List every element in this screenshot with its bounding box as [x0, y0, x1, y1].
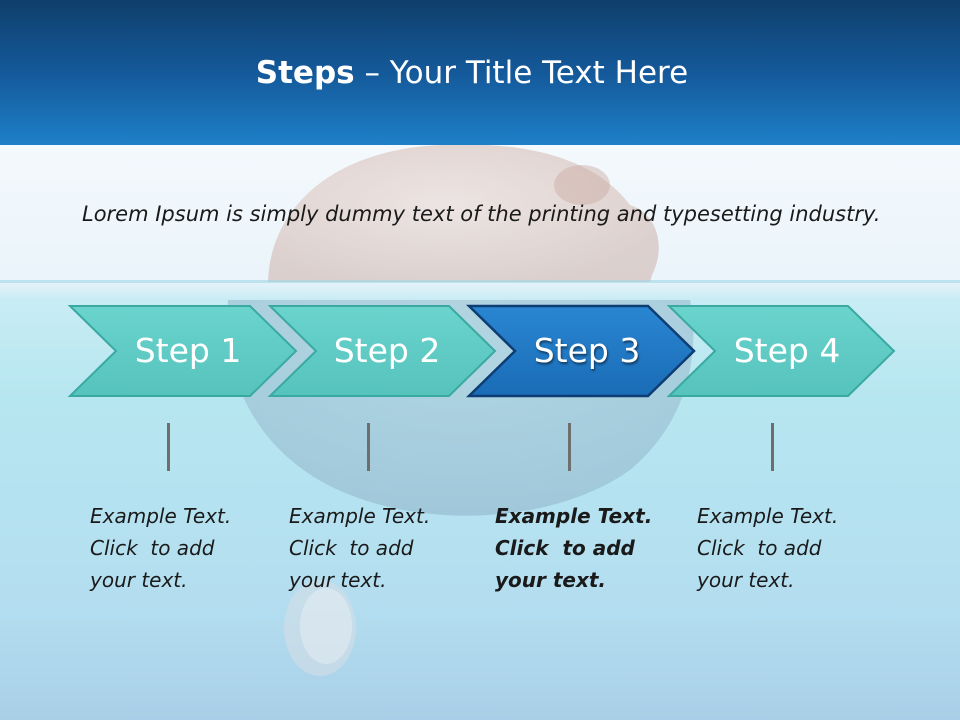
step-1-connector	[167, 423, 170, 471]
step-3-connector	[568, 423, 571, 471]
step-3-line-2: Click to add	[495, 536, 635, 560]
step-2-connector	[367, 423, 370, 471]
step-1-line-3: your text.	[90, 568, 188, 592]
step-2-text[interactable]: Example Text. Click to add your text.	[289, 500, 469, 596]
step-2-line-1: Example Text.	[289, 504, 431, 528]
step-3-chevron[interactable]	[465, 304, 696, 398]
step-2-label[interactable]: Step 2	[333, 331, 441, 370]
water-surface-line	[0, 280, 960, 283]
step-1-text[interactable]: Example Text. Click to add your text.	[90, 500, 270, 596]
step-2-line-3: your text.	[289, 568, 387, 592]
title-bold: Steps	[255, 55, 355, 91]
step-1-line-1: Example Text.	[90, 504, 232, 528]
step-1-label[interactable]: Step 1	[134, 331, 242, 370]
step-3-line-3: your text.	[495, 568, 607, 592]
title-rest: – Your Title Text Here	[354, 55, 689, 91]
step-1-chevron[interactable]	[67, 305, 298, 397]
intro-text: Lorem Ipsum is simply dummy text of the …	[82, 202, 881, 226]
step-4-line-1: Example Text.	[697, 504, 839, 528]
step-4-line-2: Click to add	[697, 536, 822, 560]
step-3-label[interactable]: Step 3	[533, 331, 641, 370]
step-4-label[interactable]: Step 4	[733, 331, 841, 370]
step-4-chevron[interactable]	[666, 305, 896, 397]
step-4-line-3: your text.	[697, 568, 795, 592]
step-1-line-2: Click to add	[90, 536, 215, 560]
step-4-connector	[771, 423, 774, 471]
step-3-line-1: Example Text.	[495, 504, 653, 528]
title-bar	[0, 0, 960, 145]
step-3-text[interactable]: Example Text. Click to add your text.	[495, 500, 675, 596]
slide-title: Steps – Your Title Text Here	[0, 55, 944, 91]
steps-chevron-row	[67, 304, 896, 398]
step-4-text[interactable]: Example Text. Click to add your text.	[697, 500, 877, 596]
step-2-line-2: Click to add	[289, 536, 414, 560]
step-2-chevron[interactable]	[267, 305, 497, 397]
